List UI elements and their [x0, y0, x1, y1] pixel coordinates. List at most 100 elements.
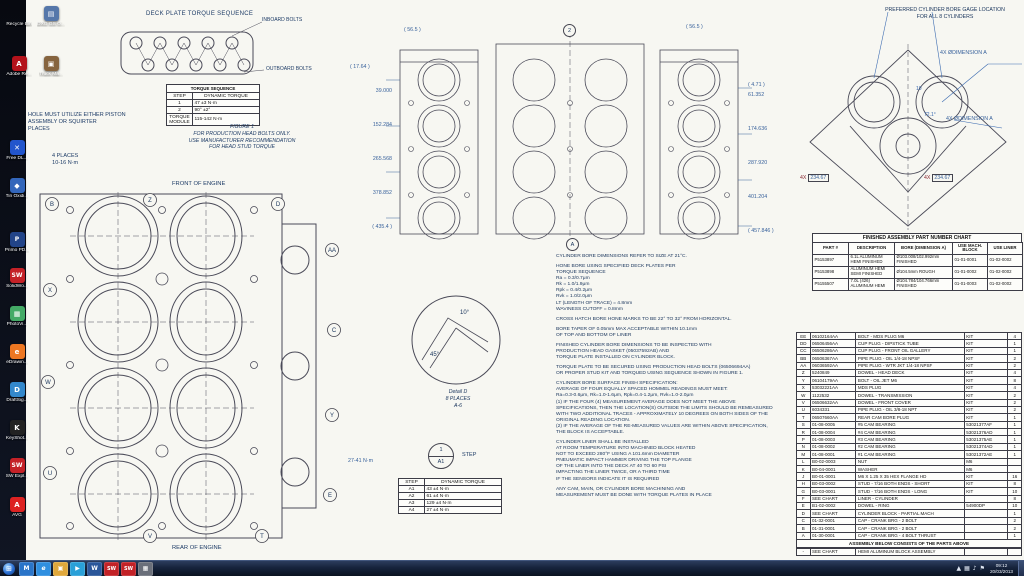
seq-col-step: STEP [166, 92, 193, 100]
part-description: WASHER [855, 465, 965, 474]
assembly-qty [1007, 547, 1022, 557]
pdf-icon: P [9, 232, 25, 247]
part-description: MDS PLUG [855, 383, 965, 393]
step-cell: 129 ±4 N·m [424, 499, 502, 507]
desktop-icon-keyshot[interactable]: K KeyShot... [2, 420, 32, 441]
system-tray: ▲▦♪⚑ 09:12 20/03/2013 [956, 561, 1024, 576]
parts-row: E B1-02-0002 DOWEL - RING 54900DP 10 [796, 501, 1022, 511]
desktop-icon-avg[interactable]: A AVG [2, 497, 32, 518]
part-number: 06506286AA [809, 346, 857, 356]
bore-gage-location-view: 10 72.1° [809, 11, 1022, 230]
desktop-icon-label: Adobe Re... [6, 72, 32, 77]
part-description: #5 CAM BEARING [855, 420, 965, 430]
part-kit [963, 509, 1009, 518]
desktop-icon-recycle-bin[interactable]: Recycle Bin [4, 6, 34, 27]
desktop-icon-label: DraftSig... [6, 398, 28, 403]
part-number: 53032221AA [809, 383, 857, 393]
gage-dim-value: 234.67 [807, 174, 829, 182]
desktop-icon-draftsight[interactable]: D DraftSig... [2, 382, 32, 403]
desktop-icon-photo-viewer[interactable]: ▦ PhotoVi... [2, 306, 32, 327]
part-qty: 1 [1007, 420, 1022, 430]
section-bubble-label: 2 [567, 27, 572, 34]
desktop-icon-adobe-reader[interactable]: A Adobe Re... [4, 56, 34, 77]
parts-row: F SEE CHART LINER - CYLINDER 8 [796, 494, 1022, 504]
start-button[interactable]: ⊞ [3, 562, 15, 575]
taskbar-app-windows-explorer[interactable]: ▣ [53, 561, 68, 576]
desktop-icon-truck-mate[interactable]: ▣ Truck Ma... [36, 56, 66, 77]
show-desktop-button[interactable] [1018, 561, 1024, 576]
parts-row: BB 06506367AA PIPE PLUG - OIL 1/4-18 NPS… [796, 354, 1022, 363]
desktop-icon-tin-oxidizer[interactable]: ◆ Tin Oxidi... [2, 178, 32, 199]
part-description: BOLT - MDS PLUG M6 [855, 331, 965, 341]
part-id: AA [796, 361, 811, 370]
part-kit: KIT [963, 487, 1009, 496]
taskbar-app-media-player[interactable]: ▶ [70, 561, 85, 576]
part-kit [963, 531, 1009, 540]
tray-icon[interactable]: ▦ [964, 565, 970, 572]
parts-row: X 53032221AA MDS PLUG KIT 4 [796, 383, 1022, 393]
desktop-icon-sw-explorer[interactable]: SW SW Expl... [2, 458, 32, 479]
part-description: DOWEL - HEAD DECK [855, 368, 965, 378]
seq-cell: 2 [166, 106, 193, 114]
part-kit: 53021376AD [963, 428, 1009, 437]
fin-cell: Ø104.784/104.766mm FINISHED [894, 277, 953, 291]
part-description: #4 CAM BEARING [855, 428, 965, 437]
part-description: CUP PLUG - FRONT OIL GALLERY [855, 346, 965, 356]
part-description: STUD - 7/16 BOTH ENDS - SHORT [855, 479, 965, 489]
part-kit: KIT [963, 331, 1009, 341]
dimension-label: ( 435.4 ) [372, 224, 392, 230]
part-id: Z [796, 368, 811, 378]
dimension-label: 378.852 [372, 190, 392, 196]
taskbar-app-word[interactable]: W [87, 561, 102, 576]
desktop-icon-solidworks[interactable]: SW SolidWo... [2, 268, 32, 289]
part-qty: 1 [1007, 509, 1022, 518]
callout-letter: AA [328, 248, 336, 254]
taskbar-app-media-center[interactable]: M [19, 561, 34, 576]
front-of-engine-label: FRONT OF ENGINE [172, 181, 226, 187]
assembly-description: HEMI ALUMINUM BLOCK ASSEMBLY [855, 547, 965, 557]
desktop-icon-label: DXG GS O... [37, 22, 65, 27]
taskbar-clock[interactable]: 09:12 20/03/2013 [990, 563, 1013, 575]
tray-icon[interactable]: ♪ [972, 565, 977, 572]
truck-icon: ▣ [43, 56, 59, 71]
part-kit: KIT [963, 398, 1009, 407]
taskbar-app-solidworks-2[interactable]: SW [121, 561, 136, 576]
taskbar-app-solidworks-1[interactable]: SW [104, 561, 119, 576]
desktop-icon-edrawings[interactable]: e eDrawin... [2, 344, 32, 365]
part-id: W [796, 391, 811, 400]
gage-small-dim: 72.1° [924, 112, 936, 118]
part-qty: 8 [1007, 479, 1022, 489]
step-cell: A2 [398, 492, 425, 500]
detail-d-view: 10° 45° [411, 295, 501, 385]
desktop-icon-free-dl[interactable]: ✕ Free DL... [2, 140, 32, 161]
part-kit: 54900DP [963, 501, 1009, 511]
section-bubble-top: 2 [563, 24, 576, 37]
part-number: 06506632AA [809, 398, 857, 407]
gage-title-line: PREFERRED CYLINDER BORE GAGE LOCATION [885, 7, 1005, 13]
part-number: 1122532 [809, 391, 857, 400]
part-qty: 4 [1007, 383, 1022, 393]
part-qty: 4 [1007, 368, 1022, 378]
part-number: B0-03-0002 [809, 479, 857, 489]
parts-row: A 01-30-0001 CAP - CRANK BRG - 4 BOLT TH… [796, 531, 1022, 540]
dimension-label: ( 457.846 ) [748, 228, 774, 234]
figure1-caption-line: USE MANUFACTURER RECOMMENDATION [188, 137, 296, 144]
assembly-kit [963, 547, 1009, 557]
part-kit: KIT [963, 383, 1009, 393]
callout-letter: U [48, 471, 52, 477]
parts-row: U 6034331 PIPE PLUG - OIL 3/8-18 NPT KIT… [796, 405, 1022, 415]
taskbar-app-photo-viewer[interactable]: ▦ [138, 561, 153, 576]
desktop-icon-primo-pdf[interactable]: P Primo PD... [2, 232, 32, 253]
part-kit: KIT [963, 354, 1009, 363]
gage-small-dim: 10 [916, 86, 922, 92]
drawing-note: FINISHED CYLINDER BORE DIMENSIONS TO BE … [556, 342, 712, 361]
part-id: F [796, 494, 811, 504]
tray-icon[interactable]: ⚑ [979, 565, 985, 572]
taskbar-app-internet-explorer[interactable]: e [36, 561, 51, 576]
part-description: #3 CAM BEARING [855, 435, 965, 444]
desktop-icon-label: PhotoVi... [6, 322, 28, 327]
desktop-icon-dxg[interactable]: ▤ DXG GS O... [36, 6, 66, 27]
tray-icon[interactable]: ▲ [956, 565, 962, 572]
